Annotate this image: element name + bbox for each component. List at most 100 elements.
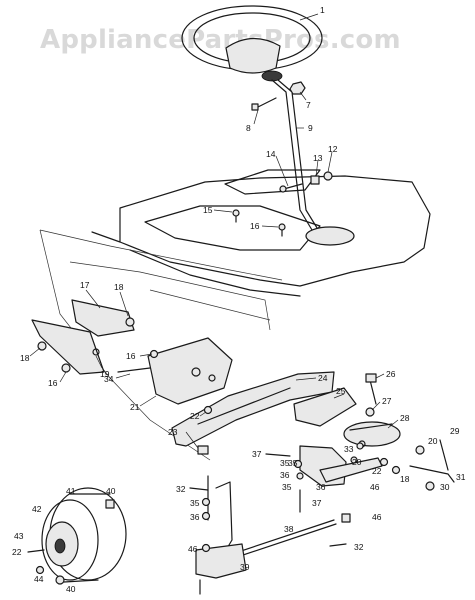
callout-22-wheel: 22 bbox=[12, 547, 22, 557]
watermark-text: AppliancePartsPros.com bbox=[40, 25, 401, 55]
callout-35-right: 35 bbox=[282, 482, 292, 492]
callout-27: 27 bbox=[382, 396, 392, 406]
nut-20-right[interactable] bbox=[415, 445, 425, 455]
callout-20-right: 20 bbox=[428, 436, 438, 446]
callout-36-top: 36 bbox=[280, 470, 290, 480]
bolt-22-wheel[interactable] bbox=[27, 549, 45, 553]
spindle-39[interactable] bbox=[195, 543, 247, 595]
callout-35-mid: 35 bbox=[288, 458, 298, 468]
callout-29: 29 bbox=[450, 426, 460, 436]
screw-15[interactable] bbox=[232, 209, 240, 223]
nut-35-left[interactable] bbox=[201, 497, 211, 507]
callout-8: 8 bbox=[246, 123, 251, 133]
washer-44[interactable] bbox=[35, 565, 45, 575]
pivot-bolt-26[interactable] bbox=[365, 373, 377, 405]
callout-18-left: 18 bbox=[20, 353, 30, 363]
bushing-46-right[interactable] bbox=[341, 513, 351, 523]
callout-43: 43 bbox=[14, 531, 24, 541]
callout-20-mid: 20 bbox=[352, 457, 362, 467]
nut-12[interactable] bbox=[323, 171, 333, 181]
bolt-32[interactable] bbox=[189, 487, 209, 491]
callout-25: 25 bbox=[336, 386, 346, 396]
support-plate[interactable] bbox=[117, 337, 233, 405]
callout-16-dash: 16 bbox=[250, 221, 260, 231]
nut-35-top[interactable] bbox=[293, 459, 303, 469]
callout-36-left: 36 bbox=[190, 512, 200, 522]
callout-36-right: 36 bbox=[316, 482, 326, 492]
callout-35-top: 35 bbox=[280, 458, 290, 468]
callout-9: 9 bbox=[308, 123, 313, 133]
callout-1: 1 bbox=[320, 5, 325, 15]
callout-34: 34 bbox=[104, 374, 114, 384]
steering-gear-28[interactable] bbox=[343, 421, 401, 448]
callout-46-left: 46 bbox=[188, 544, 198, 554]
callout-40-top: 40 bbox=[106, 486, 116, 496]
leader-lines bbox=[29, 13, 399, 449]
callout-37-right: 37 bbox=[312, 498, 322, 508]
callout-38: 38 bbox=[284, 524, 294, 534]
callout-37-top: 37 bbox=[252, 449, 262, 459]
callout-23: 23 bbox=[168, 427, 178, 437]
callout-16-mid: 16 bbox=[126, 351, 136, 361]
callout-26: 26 bbox=[386, 369, 396, 379]
washer-22-left[interactable] bbox=[203, 405, 213, 415]
callout-17: 17 bbox=[80, 280, 90, 290]
callout-39: 39 bbox=[240, 562, 250, 572]
callout-35-left: 35 bbox=[190, 498, 200, 508]
front-wheel[interactable] bbox=[41, 487, 127, 583]
washer-36-top[interactable] bbox=[296, 472, 304, 480]
drag-link-31[interactable] bbox=[409, 465, 455, 483]
cap-40-bottom[interactable] bbox=[55, 575, 65, 585]
front-axle[interactable] bbox=[171, 371, 335, 447]
nut-33[interactable] bbox=[356, 442, 364, 450]
spacer-23[interactable] bbox=[197, 445, 209, 455]
callout-16-left: 16 bbox=[48, 378, 58, 388]
callout-15: 15 bbox=[203, 205, 213, 215]
bolt-37-top[interactable] bbox=[265, 453, 291, 457]
nut-18-right[interactable] bbox=[391, 465, 401, 475]
bushing-46-left[interactable] bbox=[201, 543, 211, 553]
dash-panel[interactable] bbox=[91, 169, 431, 297]
frame-outline bbox=[39, 229, 283, 461]
callout-42: 42 bbox=[32, 504, 42, 514]
callout-7: 7 bbox=[306, 100, 311, 110]
spindle-left[interactable] bbox=[207, 475, 233, 551]
callout-32-right: 32 bbox=[354, 542, 364, 552]
bushing-25[interactable] bbox=[293, 387, 357, 427]
callout-33: 33 bbox=[344, 444, 354, 454]
callout-41: 41 bbox=[66, 486, 76, 496]
callout-24: 24 bbox=[318, 373, 328, 383]
nut-16-left[interactable] bbox=[61, 363, 71, 373]
callout-46-right: 46 bbox=[370, 482, 380, 492]
spindle-right[interactable] bbox=[299, 445, 383, 513]
valve-stem-40[interactable] bbox=[105, 499, 115, 509]
bracket-17[interactable] bbox=[31, 299, 135, 375]
nut-7[interactable] bbox=[289, 81, 306, 95]
callout-40-bottom: 40 bbox=[66, 584, 76, 594]
callout-30: 30 bbox=[440, 482, 450, 492]
screw-16-dash[interactable] bbox=[278, 223, 286, 237]
callout-31: 31 bbox=[456, 472, 466, 482]
bolt-14[interactable] bbox=[279, 183, 303, 193]
steering-shaft[interactable] bbox=[271, 79, 323, 241]
callout-18-right: 18 bbox=[400, 474, 410, 484]
nut-13[interactable] bbox=[310, 175, 320, 185]
callout-22-right: 22 bbox=[372, 466, 382, 476]
nut-20-mid[interactable] bbox=[350, 456, 358, 464]
washer-30[interactable] bbox=[425, 481, 435, 491]
callout-13: 13 bbox=[313, 153, 323, 163]
washer-36-left[interactable] bbox=[201, 511, 211, 521]
bolt-29[interactable] bbox=[439, 439, 449, 471]
callout-28: 28 bbox=[400, 413, 410, 423]
callout-19: 19 bbox=[100, 369, 110, 379]
bolt-32-right[interactable] bbox=[329, 543, 347, 547]
bolt-8[interactable] bbox=[251, 97, 277, 111]
callout-22-left: 22 bbox=[190, 411, 200, 421]
callout-46-lower: 46 bbox=[372, 512, 382, 522]
callout-14: 14 bbox=[266, 149, 276, 159]
steering-wheel[interactable] bbox=[181, 5, 323, 82]
bolt-18-upper[interactable] bbox=[125, 317, 135, 327]
callout-18-upper: 18 bbox=[114, 282, 124, 292]
